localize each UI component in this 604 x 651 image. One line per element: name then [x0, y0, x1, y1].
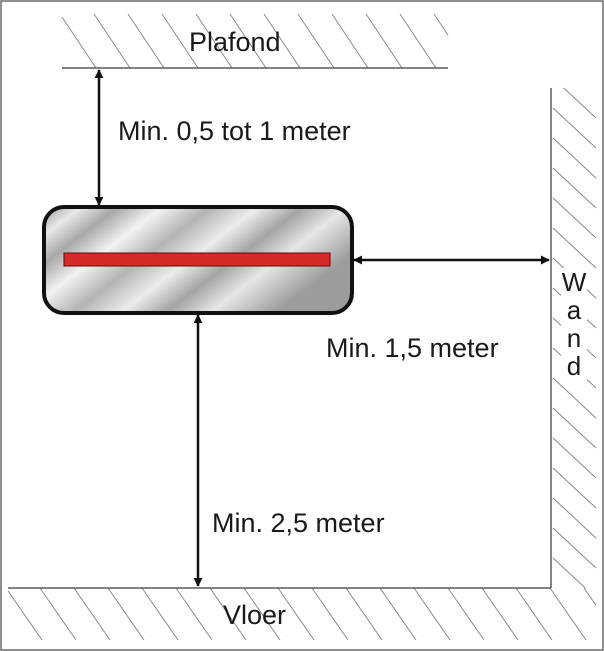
- hatch-line: [7, 590, 43, 641]
- hatch-line: [481, 587, 519, 641]
- hatch-line: [552, 137, 597, 179]
- hatch-line: [552, 557, 586, 589]
- hatch-line: [365, 13, 403, 69]
- hatch-line: [195, 13, 233, 69]
- hatch-line: [277, 587, 315, 641]
- hatch-line: [39, 587, 77, 641]
- hatch-line: [552, 407, 597, 449]
- hatch-line: [399, 13, 437, 69]
- hatch-line: [175, 587, 213, 641]
- hatch-line: [552, 467, 597, 509]
- hatch-line: [549, 587, 587, 641]
- hatch-line: [552, 197, 597, 239]
- hatch-line: [515, 587, 553, 641]
- hatch-line: [552, 107, 597, 149]
- hatch-line: [345, 587, 383, 641]
- ceiling-label: Plafond: [189, 27, 281, 57]
- ceiling-clearance-label: Min. 0,5 tot 1 meter: [118, 116, 351, 146]
- wall-letter: n: [566, 323, 582, 353]
- hatch-line: [583, 587, 597, 606]
- hatch-line: [107, 587, 145, 641]
- hatch-line: [552, 497, 597, 539]
- hatch-line: [552, 167, 597, 209]
- hatch-line: [433, 13, 449, 36]
- wall-label: W a n d: [561, 268, 587, 380]
- hatch-line: [297, 13, 335, 69]
- hatch-line: [161, 13, 199, 69]
- hatch-line: [331, 13, 369, 69]
- wall-letter: W: [561, 267, 587, 297]
- hatch-line: [73, 587, 111, 641]
- hatch-line: [61, 16, 97, 69]
- wall-letter: a: [566, 295, 582, 325]
- heater-unit: [42, 205, 354, 315]
- hatch-line: [379, 587, 417, 641]
- hatch-line: [552, 527, 597, 569]
- ceiling-hatch: [61, 13, 449, 69]
- hatch-line: [447, 587, 485, 641]
- floor-clearance-label: Min. 2,5 meter: [212, 508, 385, 538]
- hatch-line: [413, 587, 451, 641]
- hatch-line: [311, 587, 349, 641]
- hatch-line: [229, 13, 267, 69]
- hatch-line: [141, 587, 179, 641]
- heating-element: [63, 252, 331, 267]
- hatch-line: [127, 13, 165, 69]
- hatch-line: [243, 587, 281, 641]
- wall-letter: d: [566, 351, 582, 381]
- hatch-line: [563, 87, 597, 119]
- hatch-line: [552, 377, 597, 419]
- hatch-line: [552, 437, 597, 479]
- hatch-line: [209, 587, 247, 641]
- floor-hatch: [7, 587, 597, 641]
- wall-hatch: [552, 87, 597, 589]
- hatch-line: [263, 13, 301, 69]
- wall-clearance-label: Min. 1,5 meter: [326, 333, 499, 363]
- hatch-line: [93, 13, 131, 69]
- floor-label: Vloer: [223, 600, 287, 630]
- hatch-line: [552, 227, 597, 269]
